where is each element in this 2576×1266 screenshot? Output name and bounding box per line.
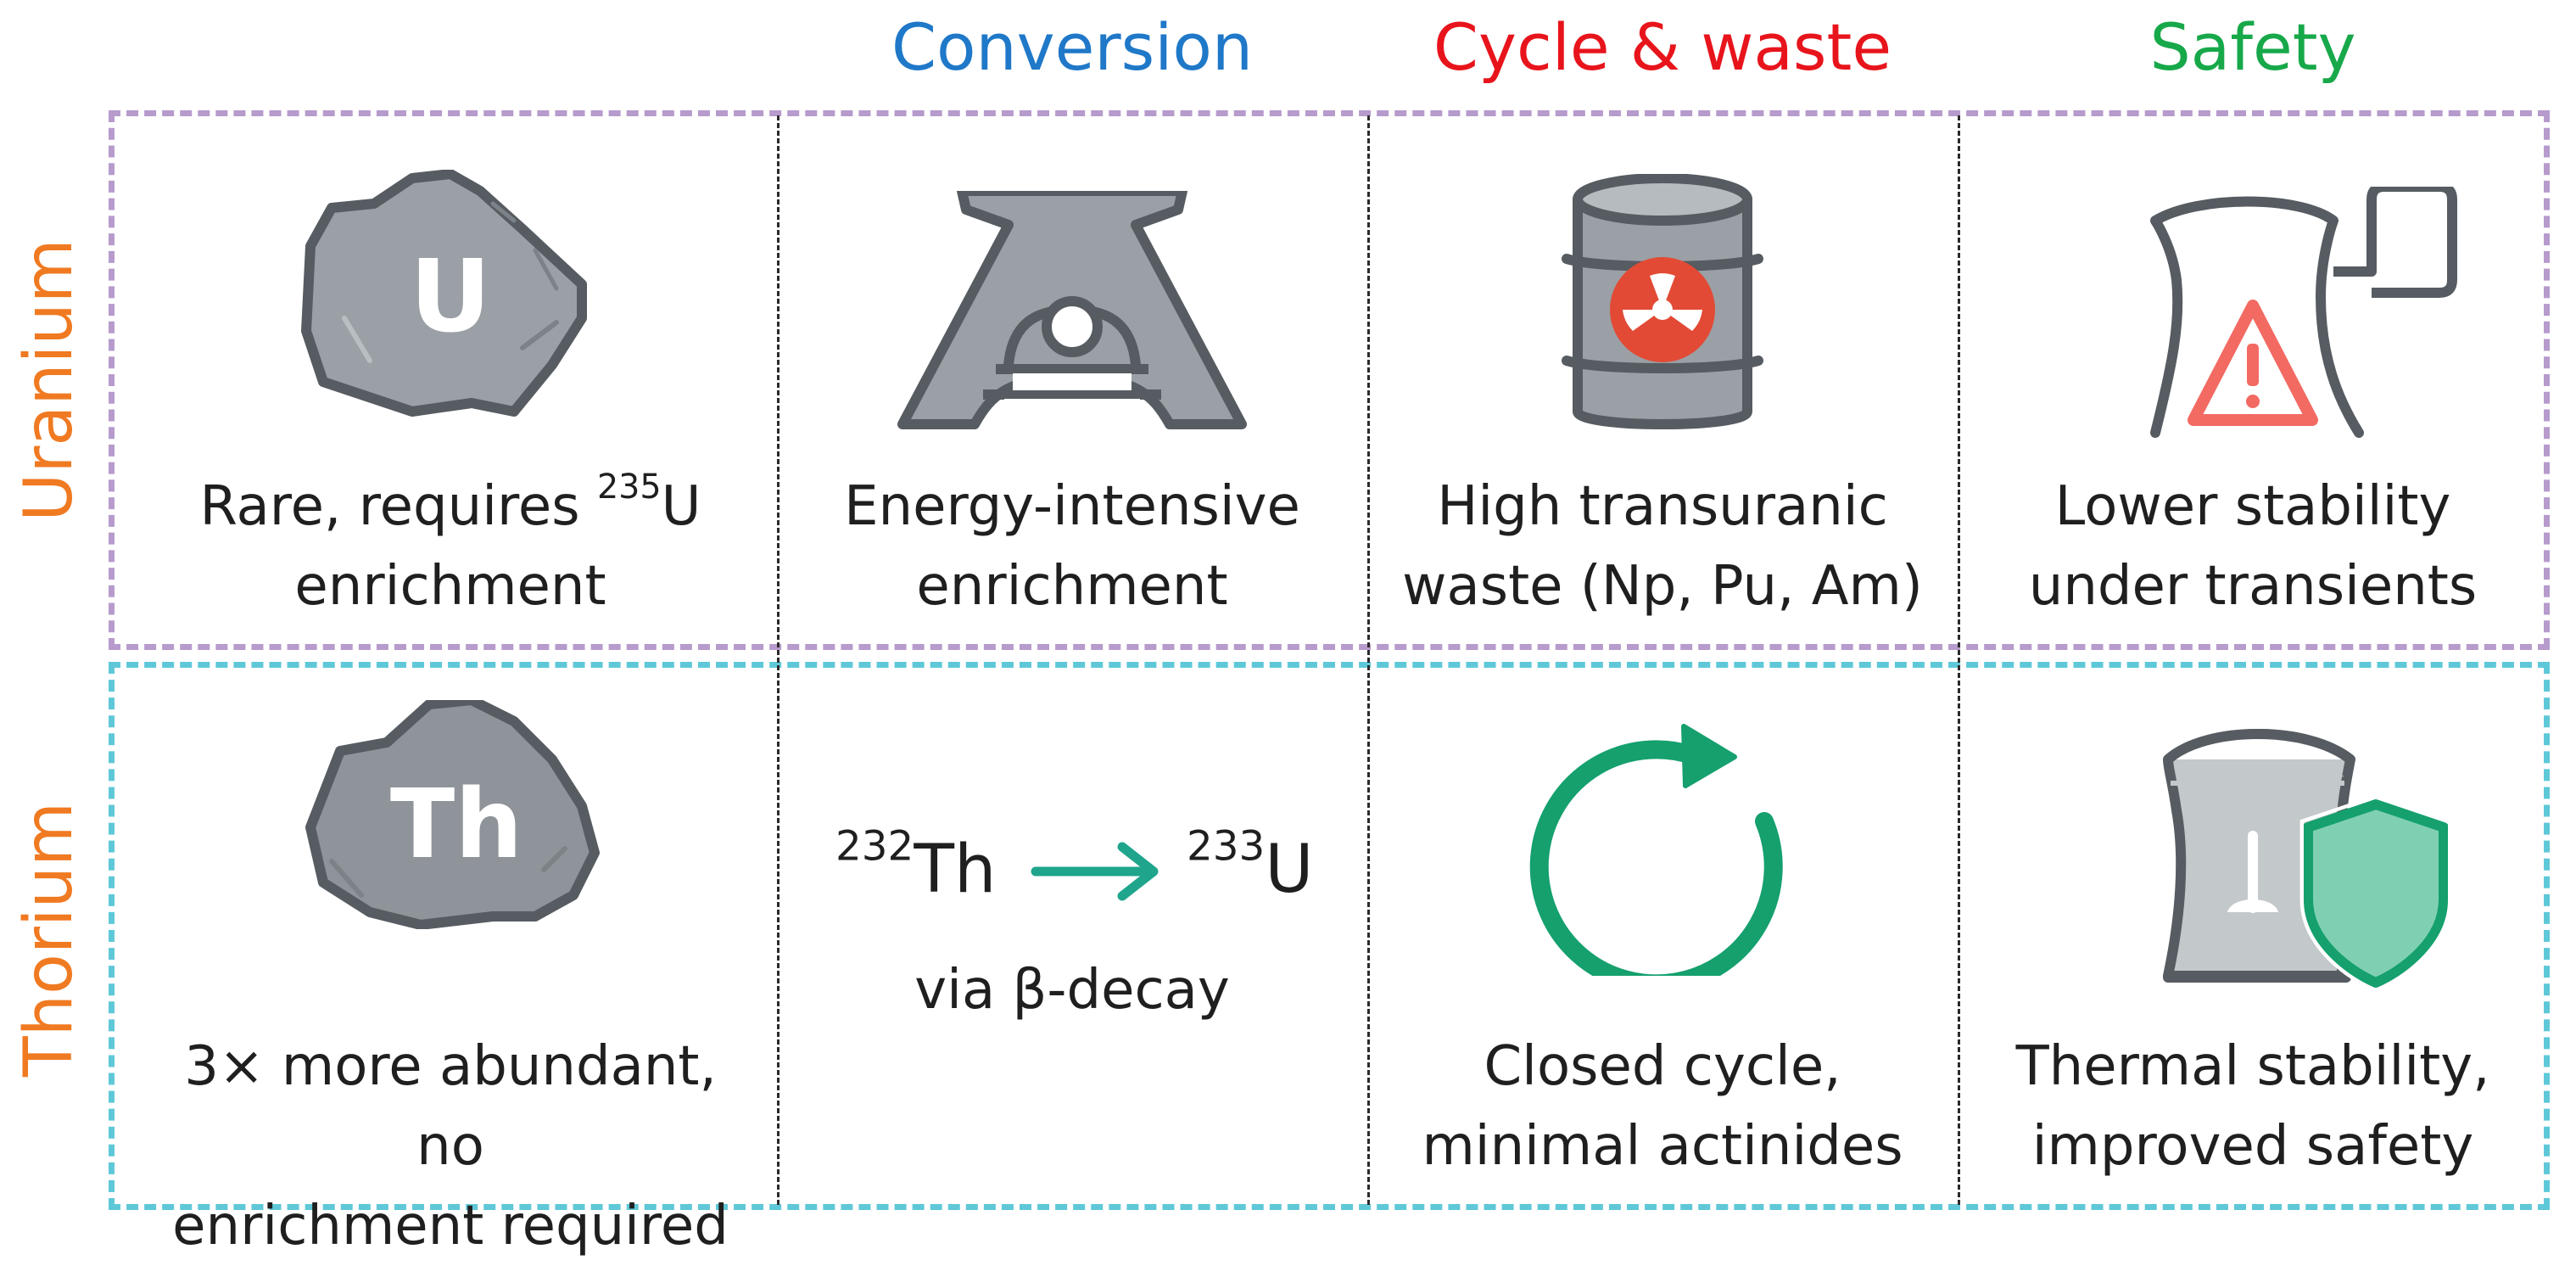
radioactive-barrel-icon (1562, 174, 1763, 429)
reactor-shield-icon (2163, 729, 2452, 993)
uranium-resource-element: U (661, 475, 701, 538)
uranium-cycle-caption: High transuranic waste (Np, Pu, Am) (1370, 467, 1955, 626)
uranium-safety-cell: Lower stability under transients (1960, 119, 2545, 645)
thorium-row-box (109, 662, 2550, 1210)
uranium-resource-line1: Rare, requires 235U (158, 467, 743, 546)
uranium-safety-line2: under transients (2028, 555, 2478, 618)
thorium-rock-letters: Th (390, 770, 522, 880)
thorium-resource-caption: 3× more abundant, no enrichment required (158, 1027, 743, 1266)
to-element: U (1265, 832, 1314, 908)
uranium-row-box (109, 110, 2550, 650)
uranium-resource-line2: enrichment (294, 555, 606, 618)
uranium-safety-caption: Lower stability under transients (1960, 467, 2545, 626)
thorium-safety-cell: Thermal stability, improved safety (1960, 670, 2545, 1196)
thorium-resource-line1: 3× more abundant, no (184, 1035, 717, 1178)
thorium-conversion-cell: 232Th 233U via β-decay (780, 670, 1365, 1196)
uranium-rock-letter: U (410, 238, 491, 355)
column-divider-2 (1367, 115, 1370, 1205)
uranium-rock-icon: U (301, 170, 587, 417)
uranium-resource-cell: U Rare, requires 235U enrichment (158, 119, 743, 645)
from-mass-number: 232 (835, 822, 914, 871)
thorium-conversion-caption: via β-decay (780, 950, 1365, 1030)
uranium-cycle-line2: waste (Np, Pu, Am) (1402, 555, 1923, 618)
thorium-conversion-via: via β-decay (914, 959, 1230, 1022)
to-isotope: 233U (1187, 823, 1313, 916)
thorium-cycle-cell: Closed cycle, minimal actinides (1370, 670, 1955, 1196)
uranium-conversion-caption: Energy-intensive enrichment (780, 467, 1365, 626)
thorium-resource-line2: enrichment required (172, 1195, 729, 1258)
thorium-vs-uranium-diagram: Conversion Cycle & waste Safety Uranium … (11, 9, 2550, 1258)
uranium-resource-pre: Rare, requires (199, 475, 597, 538)
thorium-safety-line2: improved safety (2031, 1115, 2474, 1178)
uranium-conversion-cell: Energy-intensive enrichment (780, 119, 1365, 645)
thorium-cycle-caption: Closed cycle, minimal actinides (1370, 1027, 1955, 1186)
row-label-uranium: Uranium (11, 238, 87, 522)
uranium-conversion-line2: enrichment (916, 555, 1228, 618)
thorium-rock-icon: Th (305, 700, 600, 929)
header-safety: Safety (2149, 9, 2356, 85)
from-isotope: 232Th (835, 823, 996, 916)
conversion-arrow-icon (1031, 842, 1159, 901)
from-element: Th (914, 832, 997, 908)
column-divider-3 (1958, 115, 1960, 1205)
thorium-cycle-line1: Closed cycle, (1484, 1035, 1841, 1098)
uranium-resource-caption: Rare, requires 235U enrichment (158, 467, 743, 626)
to-mass-number: 233 (1187, 822, 1266, 871)
header-conversion: Conversion (891, 9, 1254, 85)
uranium-safety-line1: Lower stability (2054, 475, 2451, 538)
thorium-safety-line1: Thermal stability, (2015, 1035, 2490, 1098)
conversion-equation: 232Th 233U (780, 823, 1365, 925)
enrichment-facility-icon (897, 191, 1247, 429)
thorium-safety-caption: Thermal stability, improved safety (1960, 1027, 2545, 1186)
uranium-cycle-line1: High transuranic (1437, 475, 1888, 538)
header-cycle-waste: Cycle & waste (1433, 9, 1892, 85)
column-divider-1 (777, 115, 780, 1205)
uranium-resource-isotope: 235 (596, 468, 662, 507)
row-label-thorium: Thorium (11, 802, 87, 1077)
uranium-cycle-cell: High transuranic waste (Np, Pu, Am) (1370, 119, 1955, 645)
thorium-resource-cell: Th 3× more abundant, no enrichment requi… (158, 670, 743, 1258)
closed-cycle-icon (1529, 724, 1783, 976)
uranium-conversion-line1: Energy-intensive (844, 475, 1300, 538)
thorium-cycle-line2: minimal actinides (1422, 1115, 1903, 1178)
reactor-warning-icon (2150, 187, 2457, 438)
